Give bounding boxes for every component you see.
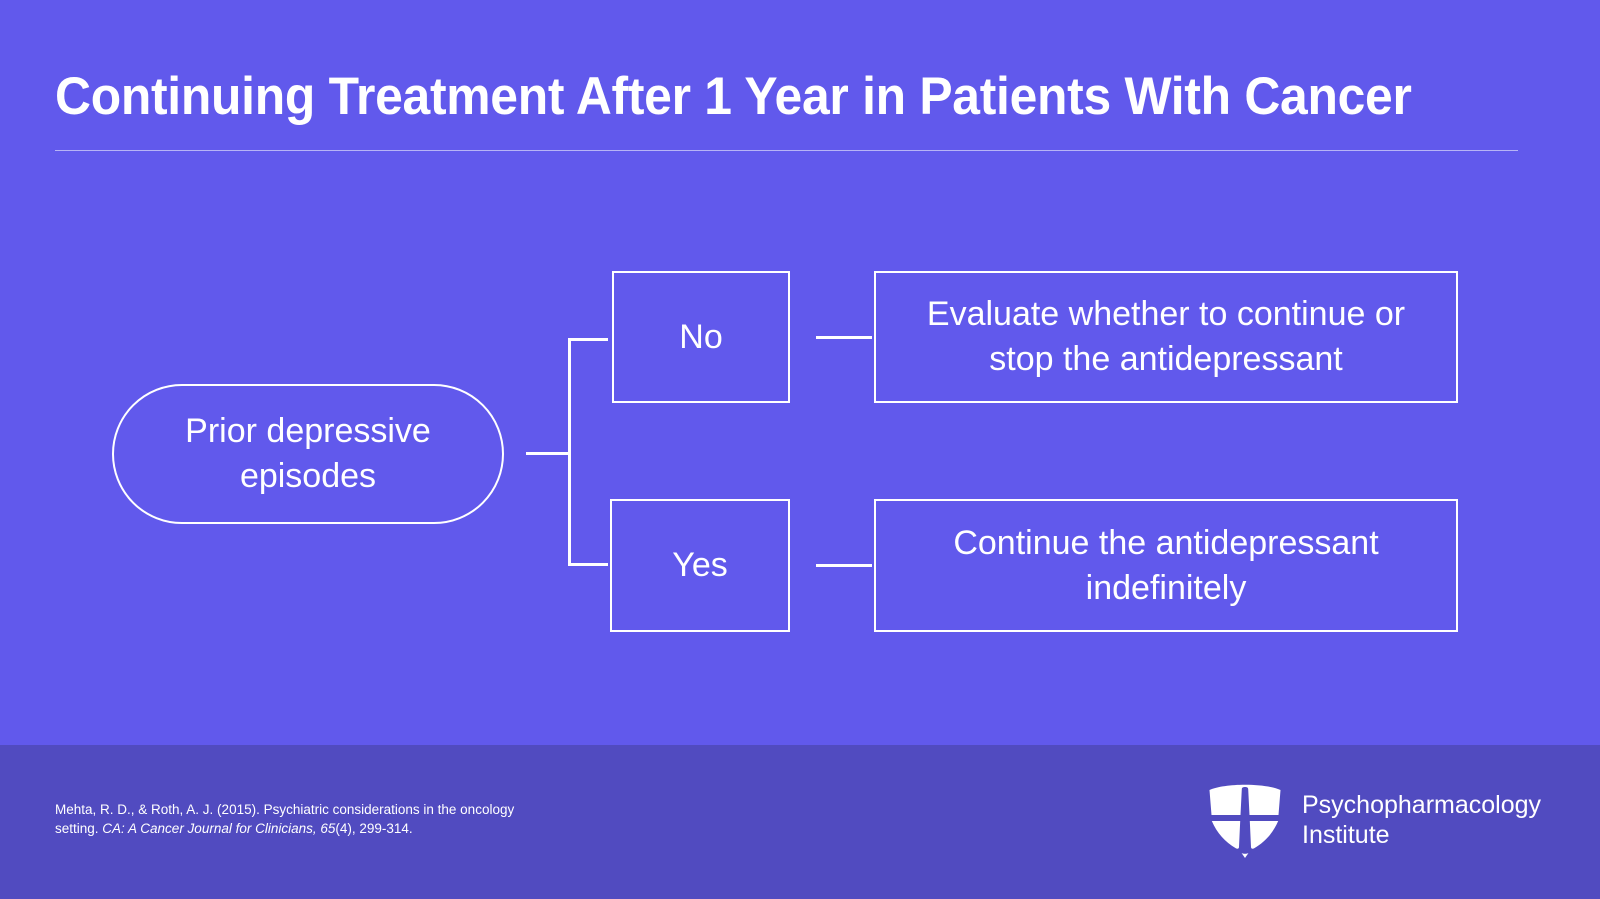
shield-quadrant-logo-icon bbox=[1209, 784, 1281, 858]
node-branch-yes: Yes bbox=[610, 499, 790, 632]
node-branch-no: No bbox=[612, 271, 790, 403]
node-outcome-continue: Continue the antidepressant indefinitely bbox=[874, 499, 1458, 632]
connector-bracket-arm-yes bbox=[568, 563, 608, 566]
node-outcome-evaluate: Evaluate whether to continue or stop the… bbox=[874, 271, 1458, 403]
page-title: Continuing Treatment After 1 Year in Pat… bbox=[55, 67, 1412, 126]
title-divider bbox=[55, 150, 1518, 151]
brand-logo: Psychopharmacology Institute bbox=[1205, 778, 1541, 862]
connector-root-to-bracket bbox=[526, 452, 571, 455]
citation-authors-year: Mehta, R. D., & Roth, A. J. (2015). Psyc… bbox=[55, 802, 515, 836]
node-prior-depressive-episodes: Prior depressive episodes bbox=[112, 384, 504, 524]
brand-logo-text: Psychopharmacology Institute bbox=[1302, 791, 1542, 849]
connector-no-to-evaluate bbox=[816, 336, 872, 339]
node-branch-no-label: No bbox=[679, 317, 723, 356]
connector-bracket-arm-no bbox=[568, 338, 608, 341]
node-outcome-evaluate-label: Evaluate whether to continue or stop the… bbox=[926, 295, 1406, 378]
node-outcome-continue-label: Continue the antidepressant indefinitely bbox=[953, 523, 1379, 607]
citation-journal: CA: A Cancer Journal for Clinicians, 65 bbox=[102, 821, 336, 836]
connector-bracket-spine bbox=[568, 338, 571, 566]
connector-yes-to-continue bbox=[816, 564, 872, 567]
footer-bar: Mehta, R. D., & Roth, A. J. (2015). Psyc… bbox=[0, 745, 1600, 899]
node-branch-yes-label: Yes bbox=[672, 546, 728, 584]
citation-pages: (4), 299-314. bbox=[335, 821, 413, 836]
node-prior-depressive-episodes-label: Prior depressive episodes bbox=[185, 412, 431, 495]
citation-reference: Mehta, R. D., & Roth, A. J. (2015). Psyc… bbox=[55, 800, 525, 838]
